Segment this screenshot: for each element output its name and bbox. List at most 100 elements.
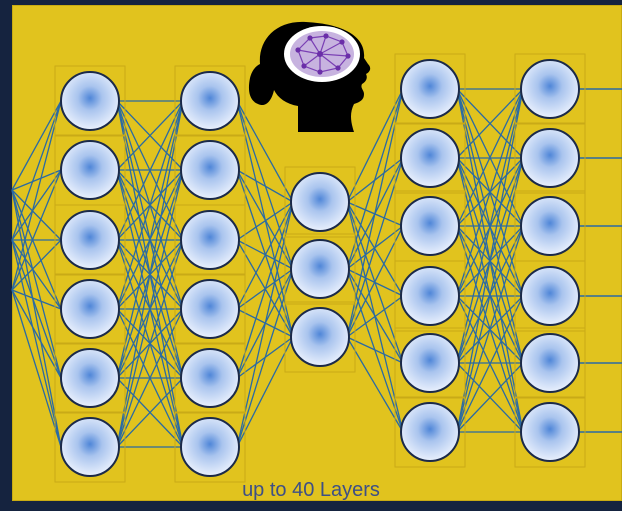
connection-line xyxy=(236,169,294,270)
node-frame xyxy=(174,273,246,345)
node-frame xyxy=(284,233,356,305)
head-with-brain-icon xyxy=(248,21,371,133)
neuron-node xyxy=(520,266,580,326)
connection-line xyxy=(456,157,524,433)
input-line xyxy=(11,239,62,448)
neuron-node xyxy=(180,71,240,131)
connection-line xyxy=(116,169,184,448)
node-frame xyxy=(394,122,466,194)
node-frame xyxy=(174,65,246,137)
input-line xyxy=(11,239,62,291)
neuron-node xyxy=(400,402,460,462)
node-frame xyxy=(284,301,356,373)
neuron-node xyxy=(400,128,460,188)
node-frame xyxy=(514,396,586,468)
neuron-node xyxy=(520,333,580,393)
node-frame xyxy=(394,260,466,332)
input-line xyxy=(11,189,62,241)
connection-line xyxy=(456,88,524,297)
connection-line xyxy=(346,336,404,433)
neuron-node xyxy=(400,333,460,393)
connection-line xyxy=(236,201,294,379)
layer-count-caption: up to 40 Layers xyxy=(242,479,380,501)
neuron-node xyxy=(180,417,240,477)
input-line xyxy=(11,169,62,241)
connection-line xyxy=(236,201,294,241)
connection-line xyxy=(456,88,524,364)
node-frame xyxy=(174,342,246,414)
neuron-node xyxy=(60,140,120,200)
output-arrows xyxy=(579,88,622,433)
input-line xyxy=(11,289,62,310)
input-line xyxy=(11,239,62,310)
input-line xyxy=(11,100,62,191)
neuron-node xyxy=(180,140,240,200)
connection-line xyxy=(236,201,294,310)
connection-line xyxy=(116,377,184,448)
connection-line xyxy=(116,100,184,171)
neuron-node xyxy=(290,172,350,232)
node-frame xyxy=(514,122,586,194)
connection-line xyxy=(236,169,294,338)
connection-line xyxy=(346,88,404,338)
node-frame xyxy=(394,396,466,468)
neuron-node xyxy=(400,59,460,119)
input-line xyxy=(11,169,62,291)
input-line xyxy=(11,289,62,448)
connection-line xyxy=(456,88,524,433)
connection-line xyxy=(236,268,294,448)
neuron-node xyxy=(60,279,120,339)
connection-line xyxy=(456,88,524,159)
connection-line xyxy=(116,100,184,379)
neuron-node xyxy=(520,128,580,188)
neuron-node xyxy=(520,196,580,256)
connection-line xyxy=(456,295,524,433)
neuron-node xyxy=(290,307,350,367)
neuron-node xyxy=(60,210,120,270)
connection-line xyxy=(346,88,404,270)
neuron-node xyxy=(60,348,120,408)
connection-line xyxy=(456,362,524,433)
neuron-nodes xyxy=(54,53,586,483)
node-frame xyxy=(514,327,586,399)
node-frame xyxy=(54,204,126,276)
connection-line xyxy=(116,100,184,310)
node-frame xyxy=(54,342,126,414)
input-line xyxy=(11,189,62,310)
input-line xyxy=(11,239,62,379)
neuron-node xyxy=(400,266,460,326)
connection-line xyxy=(116,308,184,448)
connection-line xyxy=(116,100,184,448)
connection-line xyxy=(236,201,294,448)
connection-line xyxy=(346,336,404,364)
node-frame xyxy=(174,411,246,483)
connection-line xyxy=(236,100,294,203)
connection-line xyxy=(346,157,404,338)
node-frame xyxy=(174,204,246,276)
connection-line xyxy=(116,239,184,448)
node-frame xyxy=(394,327,466,399)
input-line xyxy=(11,169,62,191)
node-frame xyxy=(54,273,126,345)
connection-lines xyxy=(116,88,524,448)
node-frame xyxy=(54,65,126,137)
input-line xyxy=(11,100,62,241)
neuron-node xyxy=(520,59,580,119)
neuron-node xyxy=(520,402,580,462)
node-frame xyxy=(284,166,356,238)
node-frame xyxy=(54,411,126,483)
input-line xyxy=(11,289,62,379)
neuron-node xyxy=(60,71,120,131)
input-arrows xyxy=(11,100,62,448)
neuron-node xyxy=(180,210,240,270)
node-frame xyxy=(394,53,466,125)
connection-line xyxy=(116,100,184,241)
neuron-node xyxy=(180,279,240,339)
neuron-node xyxy=(290,239,350,299)
input-line xyxy=(11,189,62,379)
connection-line xyxy=(456,88,524,227)
node-frame xyxy=(514,53,586,125)
neuron-node xyxy=(60,417,120,477)
connection-line xyxy=(236,336,294,448)
